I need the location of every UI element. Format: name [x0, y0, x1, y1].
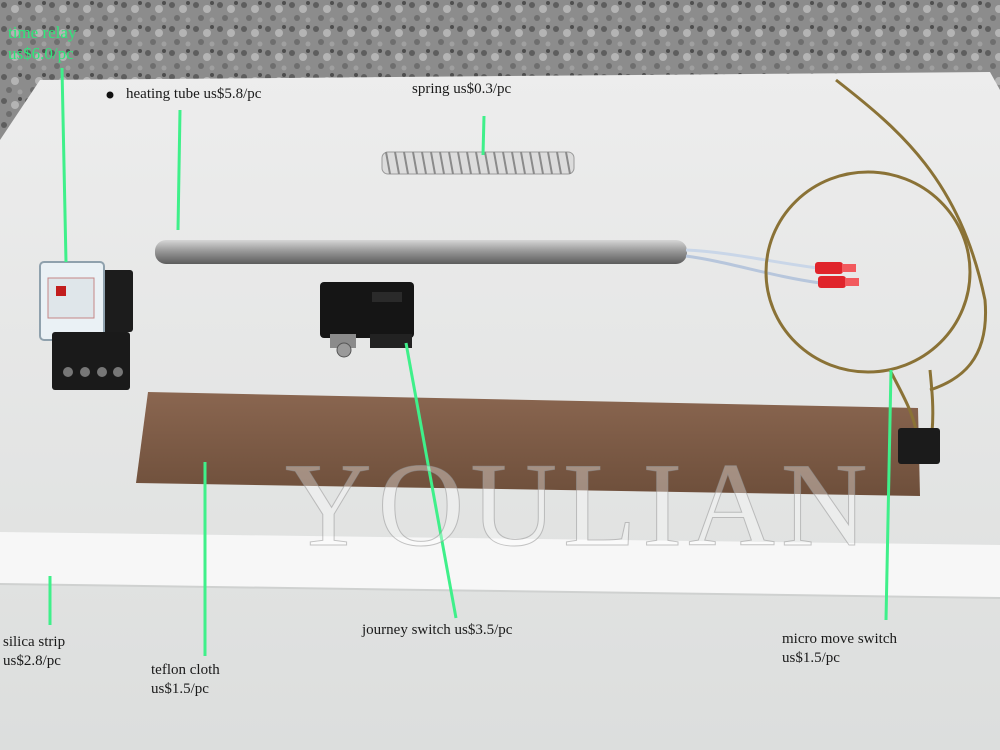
micro-move-switch: [764, 78, 988, 464]
micro-move-switch-label: micro move switch us$1.5/pc: [782, 630, 897, 668]
heating-tube: [155, 240, 859, 288]
journey-switch-label: journey switch us$3.5/pc: [362, 622, 513, 638]
heating-tube-label: heating tube us$5.8/pc: [126, 86, 262, 102]
silica-strip-label: silica strip us$2.8/pc: [3, 633, 65, 671]
spring-label: spring us$0.3/pc: [412, 81, 512, 97]
time-relay-name: time relay: [8, 23, 77, 42]
micro-move-switch-name: micro move switch: [782, 631, 897, 647]
pointer-lines: [48, 67, 893, 656]
time-relay-price: us$6.0/pc: [8, 44, 74, 63]
teflon-cloth: [136, 392, 920, 496]
teflon-cloth-name: teflon cloth: [151, 662, 220, 678]
time-relay: [39, 261, 133, 390]
silica-strip-price: us$2.8/pc: [3, 653, 61, 669]
teflon-cloth-label: teflon cloth us$1.5/pc: [151, 661, 220, 699]
journey-switch: [320, 282, 414, 358]
teflon-cloth-price: us$1.5/pc: [151, 681, 209, 697]
spring: [381, 151, 575, 175]
time-relay-label: time relay us$6.0/pc: [8, 22, 76, 64]
youlian-watermark: YOULIAN: [285, 438, 874, 571]
silica-strip: [0, 532, 1000, 598]
silica-strip-name: silica strip: [3, 634, 66, 650]
micro-move-switch-price: us$1.5/pc: [782, 650, 840, 666]
